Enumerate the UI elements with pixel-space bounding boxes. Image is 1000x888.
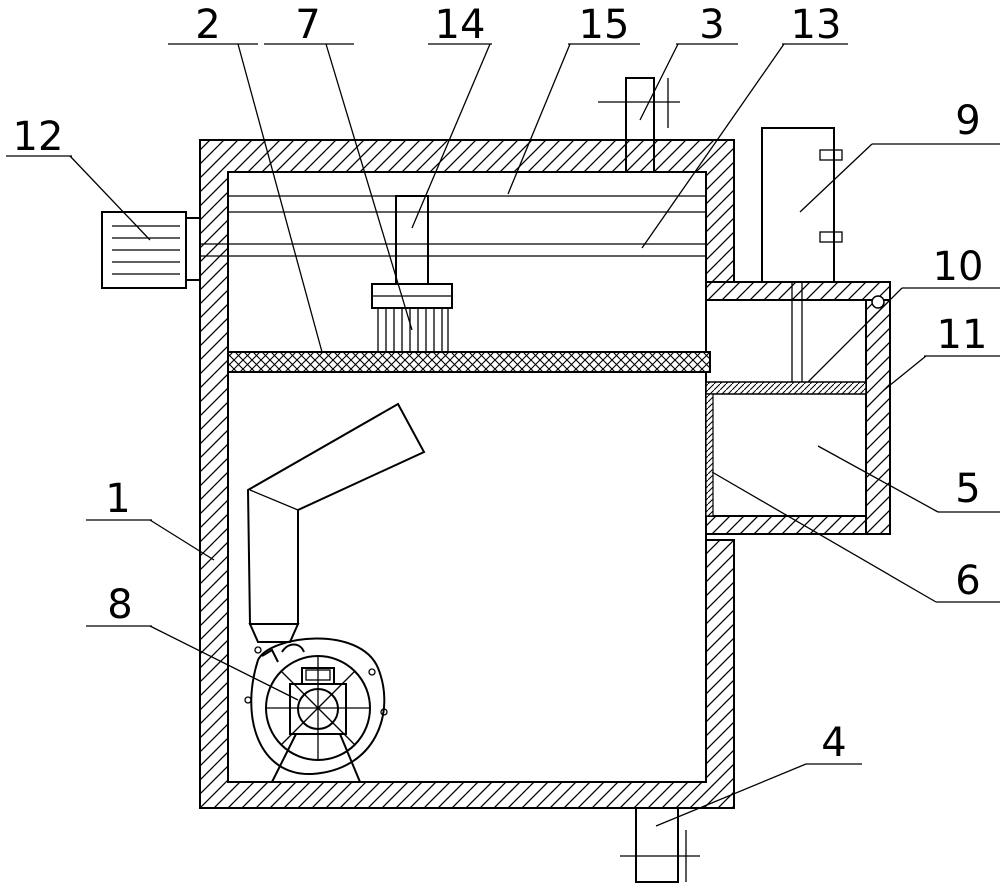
inlet-pipe [598,77,680,173]
slider-and-brush [371,195,453,352]
label-2: 2 [195,2,220,48]
outlet-pipe [620,807,700,883]
label-14: 14 [435,2,486,48]
blower-spokes [266,656,370,760]
separator [761,127,843,382]
label-1: 1 [105,476,130,522]
label-8: 8 [107,582,132,628]
label-11: 11 [937,312,988,358]
motor [101,211,201,289]
tank-housing [199,139,735,809]
label-4: 4 [821,720,846,766]
label-12: 12 [13,114,64,160]
hinge [871,295,885,309]
leader-lines [6,43,1000,827]
brush-bristles [377,308,449,352]
label-13: 13 [791,2,842,48]
label-15: 15 [579,2,630,48]
label-7: 7 [295,2,320,48]
side-box [705,281,891,535]
label-6: 6 [955,558,980,604]
mesh-screen [227,351,711,373]
filter-plate [705,381,867,395]
filter-screen [705,393,714,517]
part-labels: 2 7 14 15 3 13 12 9 10 11 5 6 1 8 4 [13,2,988,766]
label-10: 10 [933,244,984,290]
rails [200,195,706,257]
label-5: 5 [955,466,980,512]
blower [244,402,426,783]
label-9: 9 [955,98,980,144]
label-3: 3 [699,2,724,48]
